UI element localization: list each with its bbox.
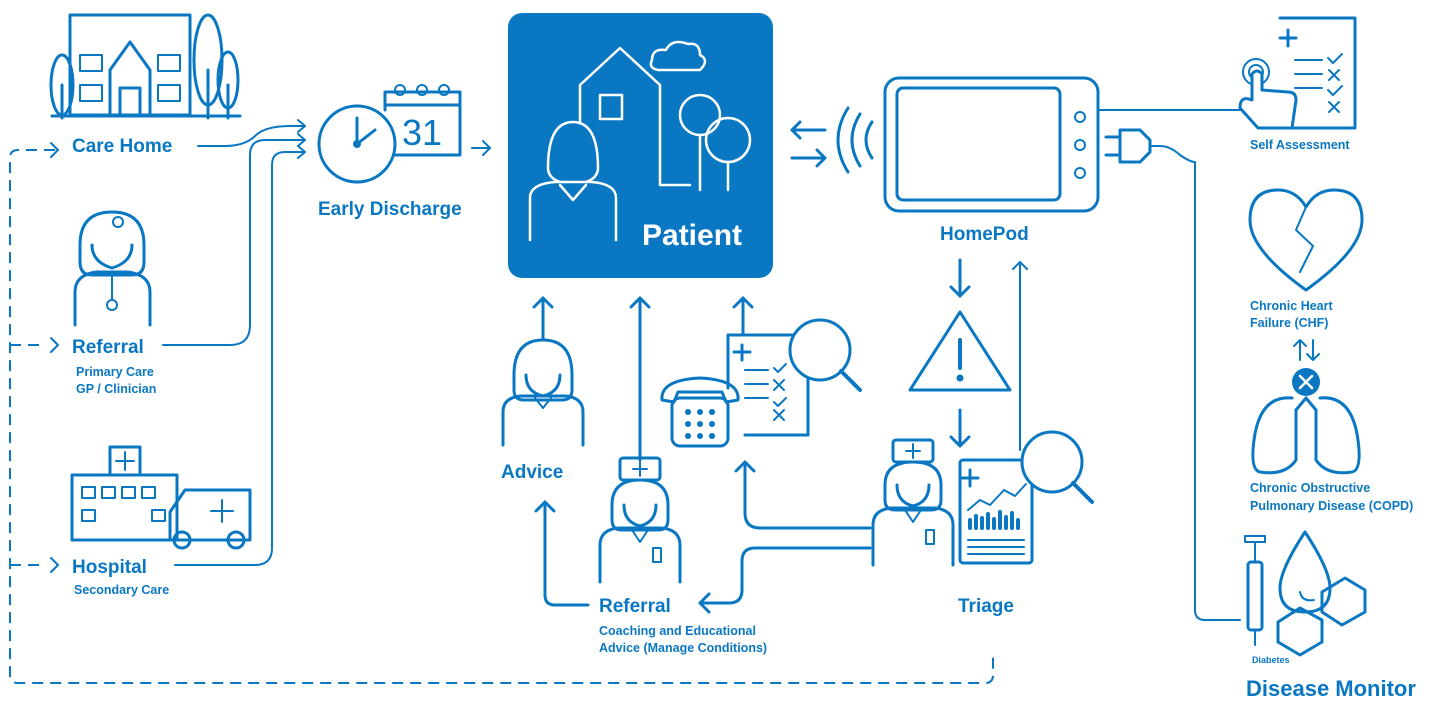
arrowhead-hospital xyxy=(50,557,59,573)
triage-to-referral-arrow xyxy=(698,546,872,605)
referral-connector xyxy=(162,139,306,346)
arrowhead-to-warning xyxy=(949,285,971,298)
care-home-icon xyxy=(49,13,242,120)
ambulance-icon xyxy=(168,488,252,550)
telephone-icon xyxy=(660,376,740,448)
arrowhead-connector-1 xyxy=(297,119,306,133)
nurse-icon-triage xyxy=(871,438,955,567)
coaching-referral-sub1: Coaching and Educational xyxy=(599,624,756,638)
pointing-hand-icon xyxy=(1238,58,1298,130)
nurse-icon-referral xyxy=(598,456,682,584)
copd-line2: Pulmonary Disease (COPD) xyxy=(1250,499,1413,513)
chf-line1: Chronic Heart xyxy=(1250,299,1333,313)
syringe-icon xyxy=(1244,535,1266,646)
warning-icon xyxy=(908,310,1012,392)
doctor-icon xyxy=(73,210,152,327)
arrowhead-referral xyxy=(50,337,59,353)
arrowhead-to-advice xyxy=(534,500,556,513)
nurse-icon-advice xyxy=(501,338,585,447)
calendar-day: 31 xyxy=(402,112,442,153)
self-assessment-label: Self Assessment xyxy=(1250,138,1350,152)
arrowhead-discharge xyxy=(482,140,491,156)
magnifier-icon-phone xyxy=(788,318,862,392)
referral-gp-label: Referral xyxy=(72,337,144,358)
advice-label: Advice xyxy=(501,462,563,483)
hospital-icon xyxy=(70,445,179,542)
arrowhead-connector-3 xyxy=(297,145,306,159)
triage-label: Triage xyxy=(958,596,1014,617)
patient-card xyxy=(508,13,773,278)
arrowhead-care-home xyxy=(50,142,59,158)
arrowhead-referral-patient xyxy=(629,296,651,309)
arrowhead-to-homepod xyxy=(815,148,827,168)
heart-icon xyxy=(1248,188,1364,292)
checklist-icon xyxy=(1278,16,1357,130)
referral-to-advice-arrow xyxy=(543,500,590,607)
calendar-icon xyxy=(383,84,462,157)
arrowhead-phone xyxy=(732,296,754,309)
arrowhead-to-patient xyxy=(790,120,802,140)
arrowhead-triage-referral xyxy=(698,592,711,614)
arrowhead-triage-phone xyxy=(734,460,756,473)
power-cable xyxy=(1149,145,1241,621)
chf-line2: Failure (CHF) xyxy=(1250,316,1328,330)
arrowhead-advice xyxy=(532,296,554,309)
arrowhead-to-triage xyxy=(949,435,971,448)
patient-label: Patient xyxy=(642,219,742,252)
magnifier-icon-triage xyxy=(1020,430,1094,504)
homepod-label: HomePod xyxy=(940,224,1029,245)
copd-line1: Chronic Obstructive xyxy=(1250,481,1370,495)
early-discharge-label: Early Discharge xyxy=(318,199,462,220)
wireless-icon xyxy=(836,106,874,174)
arrowhead-to-homepod-up xyxy=(1012,261,1028,270)
dashed-feedback-loop xyxy=(9,149,994,684)
referral-gp-sub1: Primary Care xyxy=(76,365,154,379)
hospital-label: Hospital xyxy=(72,557,147,578)
triage-to-phone-arrow xyxy=(743,460,872,530)
swap-arrows-icon xyxy=(1293,339,1320,361)
coaching-referral-label: Referral xyxy=(599,596,671,617)
tablet-icon xyxy=(883,76,1100,213)
clock-icon xyxy=(317,104,397,184)
plug-icon xyxy=(1104,128,1152,164)
hospital-sub1: Secondary Care xyxy=(74,583,169,597)
disease-monitor-label: Disease Monitor xyxy=(1246,676,1416,701)
care-home-connector xyxy=(197,125,306,147)
hospital-connector xyxy=(174,151,306,566)
coaching-referral-sub2: Advice (Manage Conditions) xyxy=(599,641,767,655)
chart-icon xyxy=(958,458,1034,565)
referral-gp-sub2: GP / Clinician xyxy=(76,382,156,396)
care-home-label: Care Home xyxy=(72,136,172,157)
arrowhead-connector-2 xyxy=(297,133,306,147)
lungs-icon xyxy=(1251,368,1361,475)
diabetes-label: Diabetes xyxy=(1252,655,1290,665)
sugar-cubes-icon xyxy=(1276,576,1367,657)
